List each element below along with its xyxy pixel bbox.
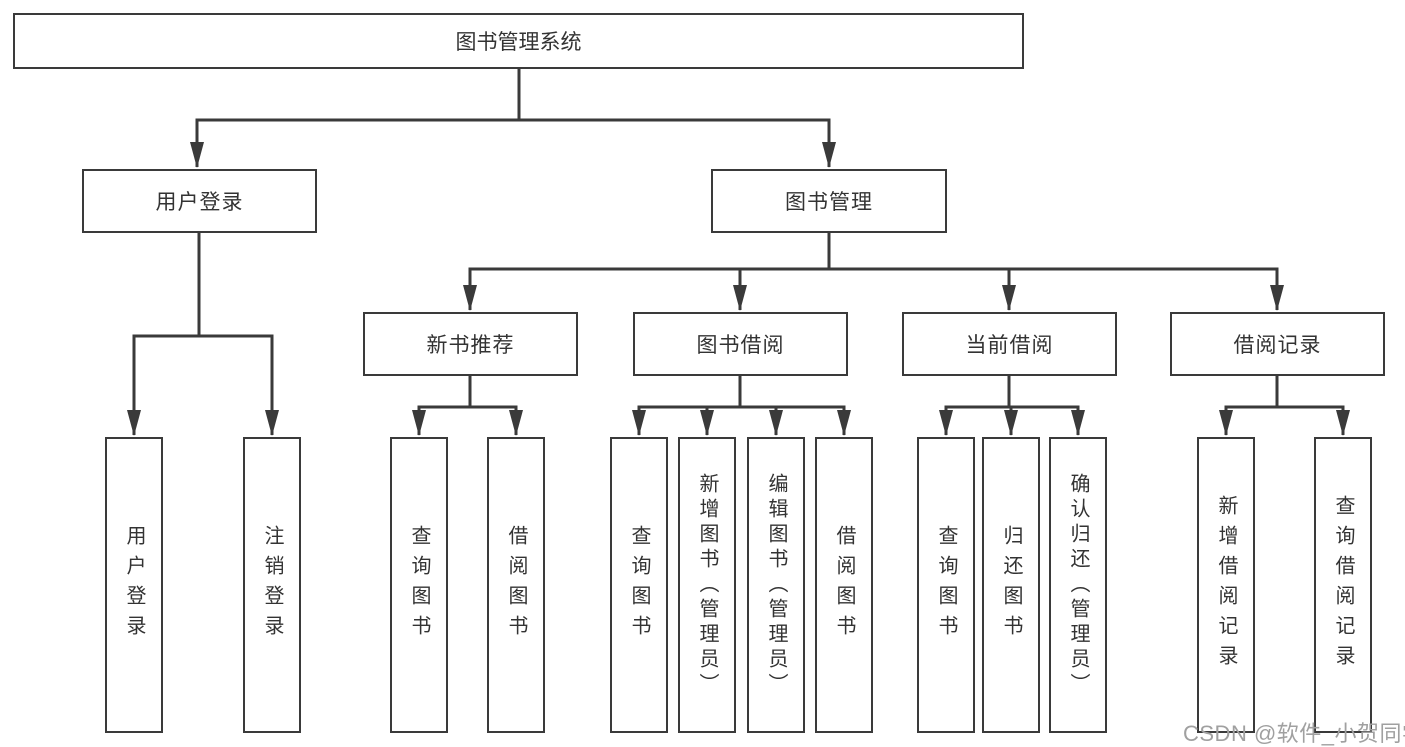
leaf-query-books-current-label: 查询图书 [935,525,957,645]
node-library-system: 图书管理系统 [13,13,1024,69]
csdn-watermark: CSDN @软件_小贺同学 [1183,721,1405,746]
node-book-borrowing-label: 图书借阅 [696,334,785,357]
node-book-management-label: 图书管理 [785,191,873,214]
leaf-return-books-label: 归还图书 [1000,525,1022,645]
leaf-add-books-admin: 新增图书（管理员） [678,437,736,733]
node-user-login-label: 用户登录 [155,191,244,214]
leaf-borrow-books-borrowing-label: 借阅图书 [833,525,855,645]
leaf-return-books: 归还图书 [982,437,1040,733]
node-user-login: 用户登录 [82,169,317,233]
leaf-query-borrow-record: 查询借阅记录 [1314,437,1372,733]
leaf-query-books-current: 查询图书 [917,437,975,733]
leaf-borrow-books-borrowing: 借阅图书 [815,437,873,733]
node-current-borrowing: 当前借阅 [902,312,1117,376]
node-library-system-label: 图书管理系统 [455,31,582,54]
leaf-edit-books-admin-label: 编辑图书（管理员） [765,472,787,698]
leaf-user-login: 用户登录 [105,437,163,733]
leaf-logout: 注销登录 [243,437,301,733]
leaf-borrow-books-recommend-label: 借阅图书 [505,525,527,645]
leaf-add-borrow-record-label: 新增借阅记录 [1215,495,1237,675]
node-new-book-recommendation-label: 新书推荐 [426,334,515,357]
node-borrowing-records: 借阅记录 [1170,312,1385,376]
leaf-add-borrow-record: 新增借阅记录 [1197,437,1255,733]
leaf-confirm-return-admin-label: 确认归还（管理员） [1067,472,1089,698]
leaf-user-login-label: 用户登录 [123,525,145,645]
node-current-borrowing-label: 当前借阅 [965,334,1054,357]
leaf-borrow-books-recommend: 借阅图书 [487,437,545,733]
leaf-query-books-recommend: 查询图书 [390,437,448,733]
leaf-query-books-recommend-label: 查询图书 [408,525,430,645]
node-new-book-recommendation: 新书推荐 [363,312,578,376]
leaf-query-borrow-record-label: 查询借阅记录 [1332,495,1354,675]
node-borrowing-records-label: 借阅记录 [1233,334,1322,357]
leaf-confirm-return-admin: 确认归还（管理员） [1049,437,1107,733]
leaf-edit-books-admin: 编辑图书（管理员） [747,437,805,733]
leaf-add-books-admin-label: 新增图书（管理员） [696,472,718,698]
node-book-borrowing: 图书借阅 [633,312,848,376]
leaf-query-books-borrowing-label: 查询图书 [628,525,650,645]
leaf-logout-label: 注销登录 [261,525,283,645]
node-book-management: 图书管理 [711,169,947,233]
leaf-query-books-borrowing: 查询图书 [610,437,668,733]
